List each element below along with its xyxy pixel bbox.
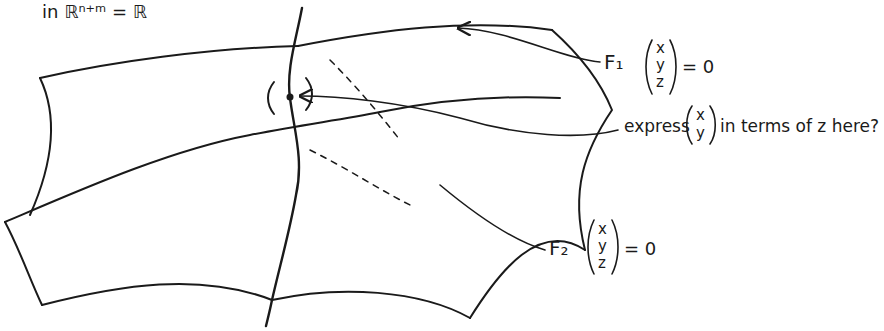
vector-component: z bbox=[656, 75, 664, 90]
surface-edge bbox=[42, 284, 272, 305]
vector-component: z bbox=[598, 256, 606, 271]
surface-edge bbox=[40, 46, 298, 78]
neighbourhood-arc bbox=[306, 78, 312, 110]
surface-edge bbox=[30, 78, 51, 215]
neighbourhood-arc bbox=[268, 82, 274, 114]
point-dot bbox=[287, 94, 294, 101]
vector-paren bbox=[670, 40, 676, 94]
note-text: in terms of z here? bbox=[720, 118, 879, 135]
vector-paren bbox=[588, 220, 594, 274]
vector-component: x bbox=[598, 222, 607, 237]
function-name: F₁ bbox=[604, 52, 624, 72]
leader-arrow bbox=[300, 96, 618, 135]
space-label: in ℝⁿ⁺ᵐ = ℝ bbox=[42, 3, 147, 21]
vector-paren bbox=[612, 220, 618, 274]
vector-paren bbox=[710, 106, 715, 144]
surface-edge bbox=[552, 30, 612, 250]
equation-part: = 0 bbox=[682, 58, 714, 76]
note-text: express bbox=[624, 118, 690, 135]
vector-component: x bbox=[696, 108, 705, 123]
vector-component: y bbox=[656, 58, 665, 73]
hidden-edge bbox=[310, 150, 410, 205]
leader-arrow bbox=[458, 28, 600, 62]
equation-part: = 0 bbox=[624, 240, 656, 258]
leader-line bbox=[440, 185, 545, 250]
surface-edge bbox=[5, 112, 380, 222]
vector-paren bbox=[646, 40, 652, 94]
surface-edge bbox=[272, 292, 470, 318]
function-name: F₂ bbox=[549, 238, 569, 258]
vector-component: x bbox=[656, 41, 665, 56]
intersection-curve bbox=[266, 8, 302, 326]
vector-component: y bbox=[598, 239, 607, 254]
vector-component: y bbox=[696, 126, 705, 141]
surface-edge bbox=[5, 222, 42, 305]
surface-edge bbox=[298, 25, 552, 46]
surface-edge bbox=[380, 97, 560, 112]
